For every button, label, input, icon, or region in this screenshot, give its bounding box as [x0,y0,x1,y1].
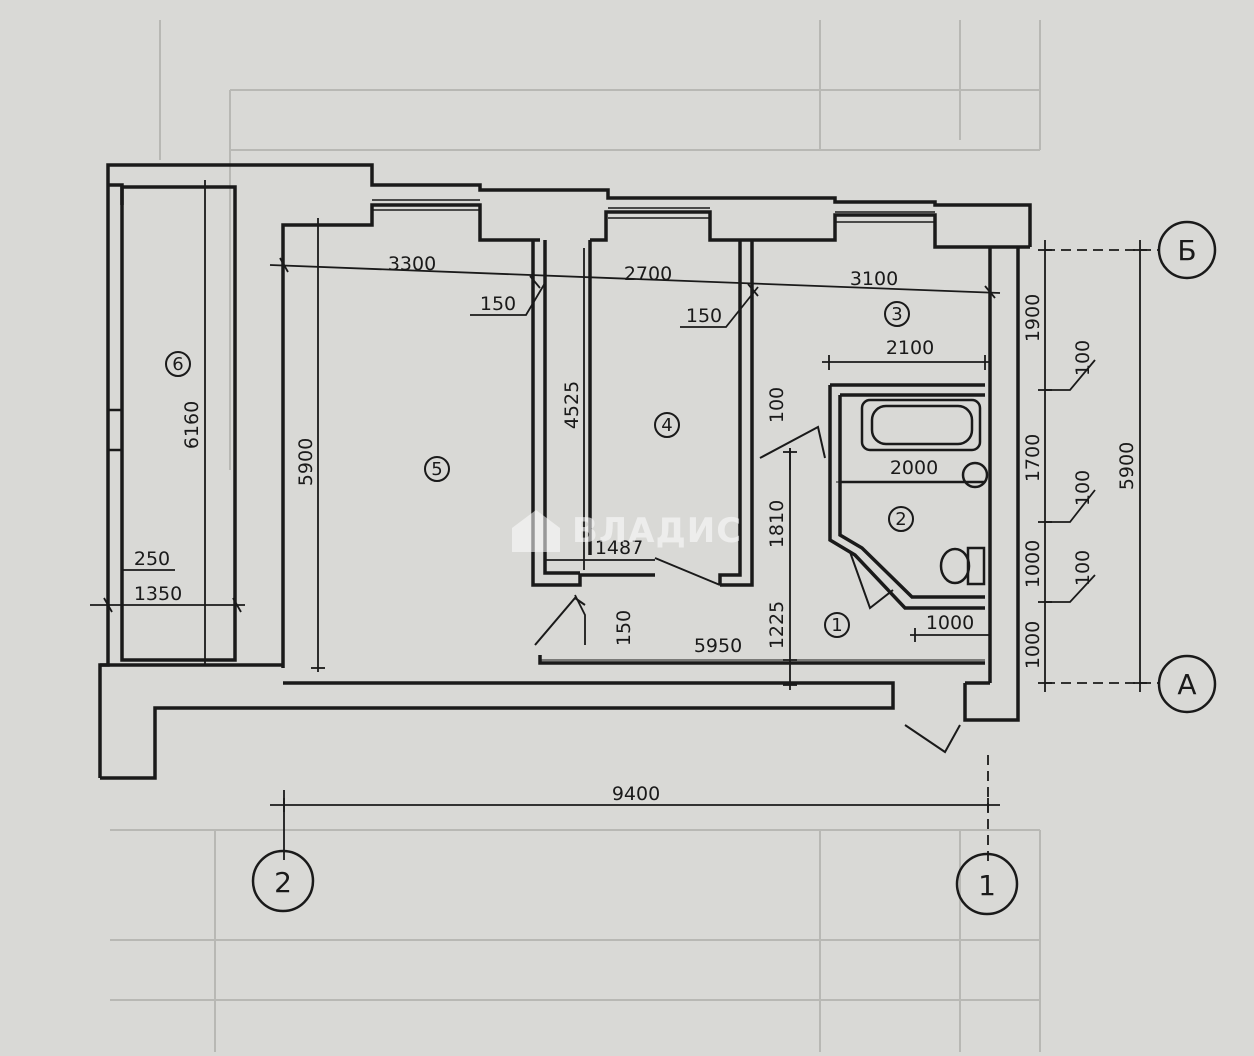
toilet-icon [966,546,986,586]
bathroom-fixtures [860,398,989,586]
dim-1000-bath: 1000 [926,612,974,634]
axis-label-a: А [1177,668,1196,701]
bathtub-icon [860,398,982,452]
walls [98,163,1032,780]
dim-5900-left: 5900 [295,438,317,486]
room-circles [165,301,914,638]
axis-circles [251,220,1217,916]
dim-5900-right: 5900 [1116,442,1138,490]
dim-100-mid: 100 [766,387,788,423]
room-number-5: 5 [431,459,442,480]
sink-icon [961,461,989,489]
dim-150-c: 150 [613,610,635,646]
dim-2700: 2700 [624,263,672,285]
dim-1487: 1487 [595,537,643,559]
dim-250: 250 [134,548,170,570]
axis-label-b: Б [1177,234,1196,267]
dim-1000-right-a: 1000 [1022,540,1044,588]
dimension-lines [90,180,1160,865]
watermark: ВЛАДИС [512,510,742,552]
dim-3300: 3300 [388,253,436,275]
dim-9400: 9400 [612,783,660,805]
room-number-6: 6 [172,354,183,375]
dim-150-b: 150 [686,305,722,327]
room-number-2: 2 [895,509,906,530]
dim-100-right-b: 100 [1072,470,1094,506]
dim-4525: 4525 [561,381,583,429]
doors [534,425,961,754]
dim-6160: 6160 [181,401,203,449]
room-number-4: 4 [661,415,672,436]
dim-1900: 1900 [1022,294,1044,342]
dim-2000: 2000 [890,457,938,479]
room-number-3: 3 [891,304,902,325]
dim-5950: 5950 [694,635,742,657]
dim-100-right-c: 100 [1072,550,1094,586]
watermark-logo-icon [512,510,560,552]
room-number-1: 1 [831,615,842,636]
dim-1700: 1700 [1022,434,1044,482]
axis-label-2: 2 [274,866,292,899]
dim-1350: 1350 [134,583,182,605]
dim-150-a: 150 [480,293,516,315]
axis-label-1: 1 [978,869,996,902]
dim-2100: 2100 [886,337,934,359]
dim-3100: 3100 [850,268,898,290]
dim-100-right-a: 100 [1072,340,1094,376]
dim-1810: 1810 [766,500,788,548]
watermark-text: ВЛАДИС [572,511,742,551]
background-table-lines [110,20,1041,1052]
dim-1225: 1225 [766,601,788,649]
dim-1000-right-b: 1000 [1022,621,1044,669]
